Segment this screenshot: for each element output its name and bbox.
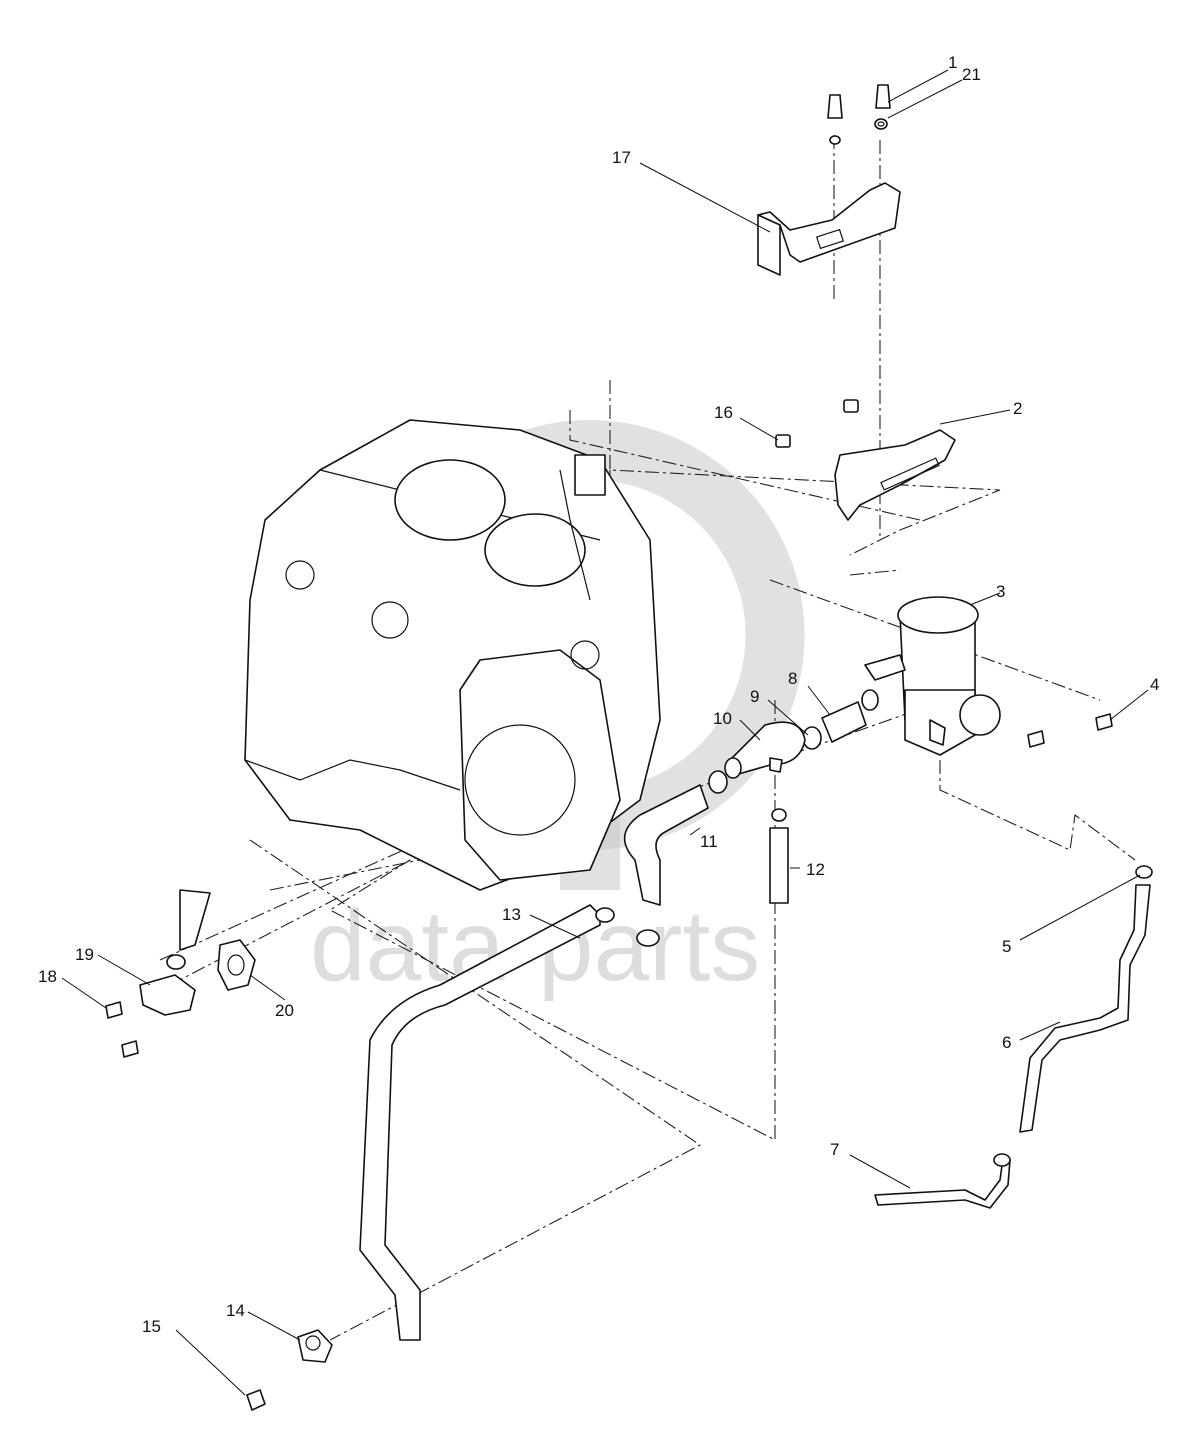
hose-part-12: [769, 808, 789, 904]
clip-part-14: [297, 1329, 333, 1363]
callout-10: 10: [713, 709, 732, 728]
clamp-part-9: [708, 726, 822, 794]
leader-lines: [61, 69, 1149, 1396]
upper-bracket-part-17: [757, 182, 901, 276]
hose-part-8: [821, 689, 879, 743]
oil-separator-part-3: [864, 596, 1001, 756]
callout-6: 6: [1002, 1033, 1011, 1052]
callout-7: 7: [830, 1140, 839, 1159]
callout-14: 14: [226, 1301, 245, 1320]
long-hose-part-13: [359, 904, 660, 1341]
callout-1: 1: [948, 53, 957, 72]
callout-4: 4: [1150, 675, 1159, 694]
callout-17: 17: [612, 148, 631, 167]
callout-13: 13: [502, 905, 521, 924]
tube-part-7: [874, 1153, 1011, 1209]
adapter-part-10: [724, 721, 806, 779]
bolt-part-4: [1027, 713, 1113, 748]
lower-bracket-part-2: [834, 429, 956, 521]
callout-20: 20: [275, 1001, 294, 1020]
elbow-hose-part-11: [623, 784, 709, 906]
bolt-part-18: [105, 1001, 139, 1058]
callout-5: 5: [1002, 937, 1011, 956]
bent-hose-part-6: [1019, 884, 1151, 1133]
nut-part-16: [775, 399, 859, 448]
callout-18: 18: [38, 967, 57, 986]
callout-16: 16: [714, 403, 733, 422]
callout-2: 2: [1013, 399, 1022, 418]
engine-block: [244, 419, 661, 891]
gasket-part-20: [217, 939, 256, 991]
callout-labels: 1 21 17 2 16 3 4 5 6 7 8 9 10 11 12 13 1…: [38, 53, 1159, 1336]
callout-12: 12: [806, 860, 825, 879]
callout-21: 21: [962, 65, 981, 84]
callout-3: 3: [996, 582, 1005, 601]
bolt-part-15: [246, 1389, 266, 1411]
callout-9: 9: [750, 687, 759, 706]
cover-part-19: [139, 889, 211, 1016]
callout-8: 8: [788, 669, 797, 688]
washer-part-21: [877, 121, 885, 127]
callout-15: 15: [142, 1317, 161, 1336]
stud-part-1: [827, 84, 891, 145]
callout-19: 19: [75, 945, 94, 964]
callout-11: 11: [700, 832, 718, 851]
